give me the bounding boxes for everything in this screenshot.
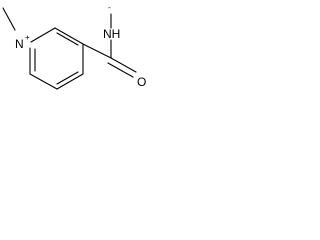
ring-to-carbonyl-bond: [82, 43, 112, 59]
ring-bond-c5-c6: [29, 73, 58, 90]
methyl-bond: [2, 7, 16, 31]
amide-nh-label: NH: [103, 27, 120, 41]
ring-bond-n1-c2: [30, 27, 56, 43]
carbonyl-double-bond-b: [107, 62, 134, 78]
ring-bond-c4-c5: [56, 73, 84, 90]
ring-nitrogen-charge: +: [25, 33, 30, 42]
oxide-charge-label: -: [108, 3, 111, 12]
ring-nitrogen-label: N: [15, 37, 24, 51]
molecule-diagram: N + - NH O: [0, 0, 161, 123]
carbonyl-oxygen-label: O: [137, 75, 146, 89]
ring-bond-c4-c5-double: [56, 71, 79, 85]
structure-svg: N + - NH O: [2, 3, 146, 90]
carbonyl-double-bond-a: [110, 57, 137, 73]
ring-bond-c2-c3-double: [56, 32, 79, 46]
ring-bond-c2-c3: [54, 27, 84, 45]
